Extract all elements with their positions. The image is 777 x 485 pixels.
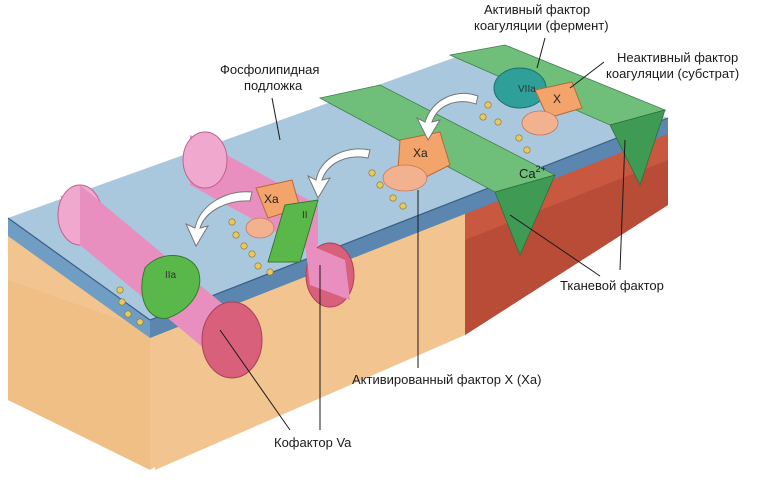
membrane-outline-2 xyxy=(149,117,669,321)
label-inactive-factor-line1: Неактивный фактор xyxy=(617,50,738,65)
xa-left-label: Xa xyxy=(264,192,279,206)
iia-blob xyxy=(141,255,201,319)
complex-xa-ii: Xa II xyxy=(245,179,319,263)
base-front-main xyxy=(150,200,465,470)
arrow-x-to-xa xyxy=(415,93,479,142)
calcium-symbol: Ca xyxy=(519,166,536,181)
activation-arrows xyxy=(185,93,479,248)
complex-iia: IIa xyxy=(141,255,201,319)
label-cofactor-va: Кофактор Va xyxy=(274,435,352,450)
calcium-charge: 2+ xyxy=(536,164,546,174)
label-calcium: Ca2+ xyxy=(519,164,546,181)
membrane-front-edge xyxy=(8,218,150,338)
complex-xa-mid: Xa xyxy=(382,131,451,192)
ii-label: II xyxy=(302,210,308,221)
xa-mid-label: Xa xyxy=(413,146,428,160)
x-label: X xyxy=(553,92,561,106)
label-inactive-factor-line2: коагуляции (субстрат) xyxy=(606,66,739,81)
membrane-outline xyxy=(7,217,151,321)
complex-viia-x: VIIa X xyxy=(493,67,583,136)
label-activated-factor-x: Активированный фактор X (Xa) xyxy=(352,372,541,387)
ii-block xyxy=(267,199,319,263)
arrow-ii-to-iia xyxy=(185,191,253,248)
label-phospholipid-line1: Фосфолипидная xyxy=(220,62,319,77)
membrane-top xyxy=(8,52,668,320)
label-active-factor-line1: Активный фактор xyxy=(484,2,590,17)
arrow-xa-to-mid xyxy=(306,148,371,200)
base-front-lower xyxy=(8,280,150,470)
label-active-factor-line2: коагуляции (фермент) xyxy=(474,18,609,33)
lipid-beads xyxy=(116,101,531,326)
label-tissue-factor: Тканевой фактор xyxy=(560,278,664,293)
base-right-side-shade xyxy=(465,160,668,335)
label-phospholipid-line2: подложка xyxy=(244,78,303,93)
iia-label: IIa xyxy=(165,270,177,281)
leader-lines xyxy=(219,37,626,431)
x-block xyxy=(534,81,583,119)
viia-label: VIIa xyxy=(518,84,536,95)
